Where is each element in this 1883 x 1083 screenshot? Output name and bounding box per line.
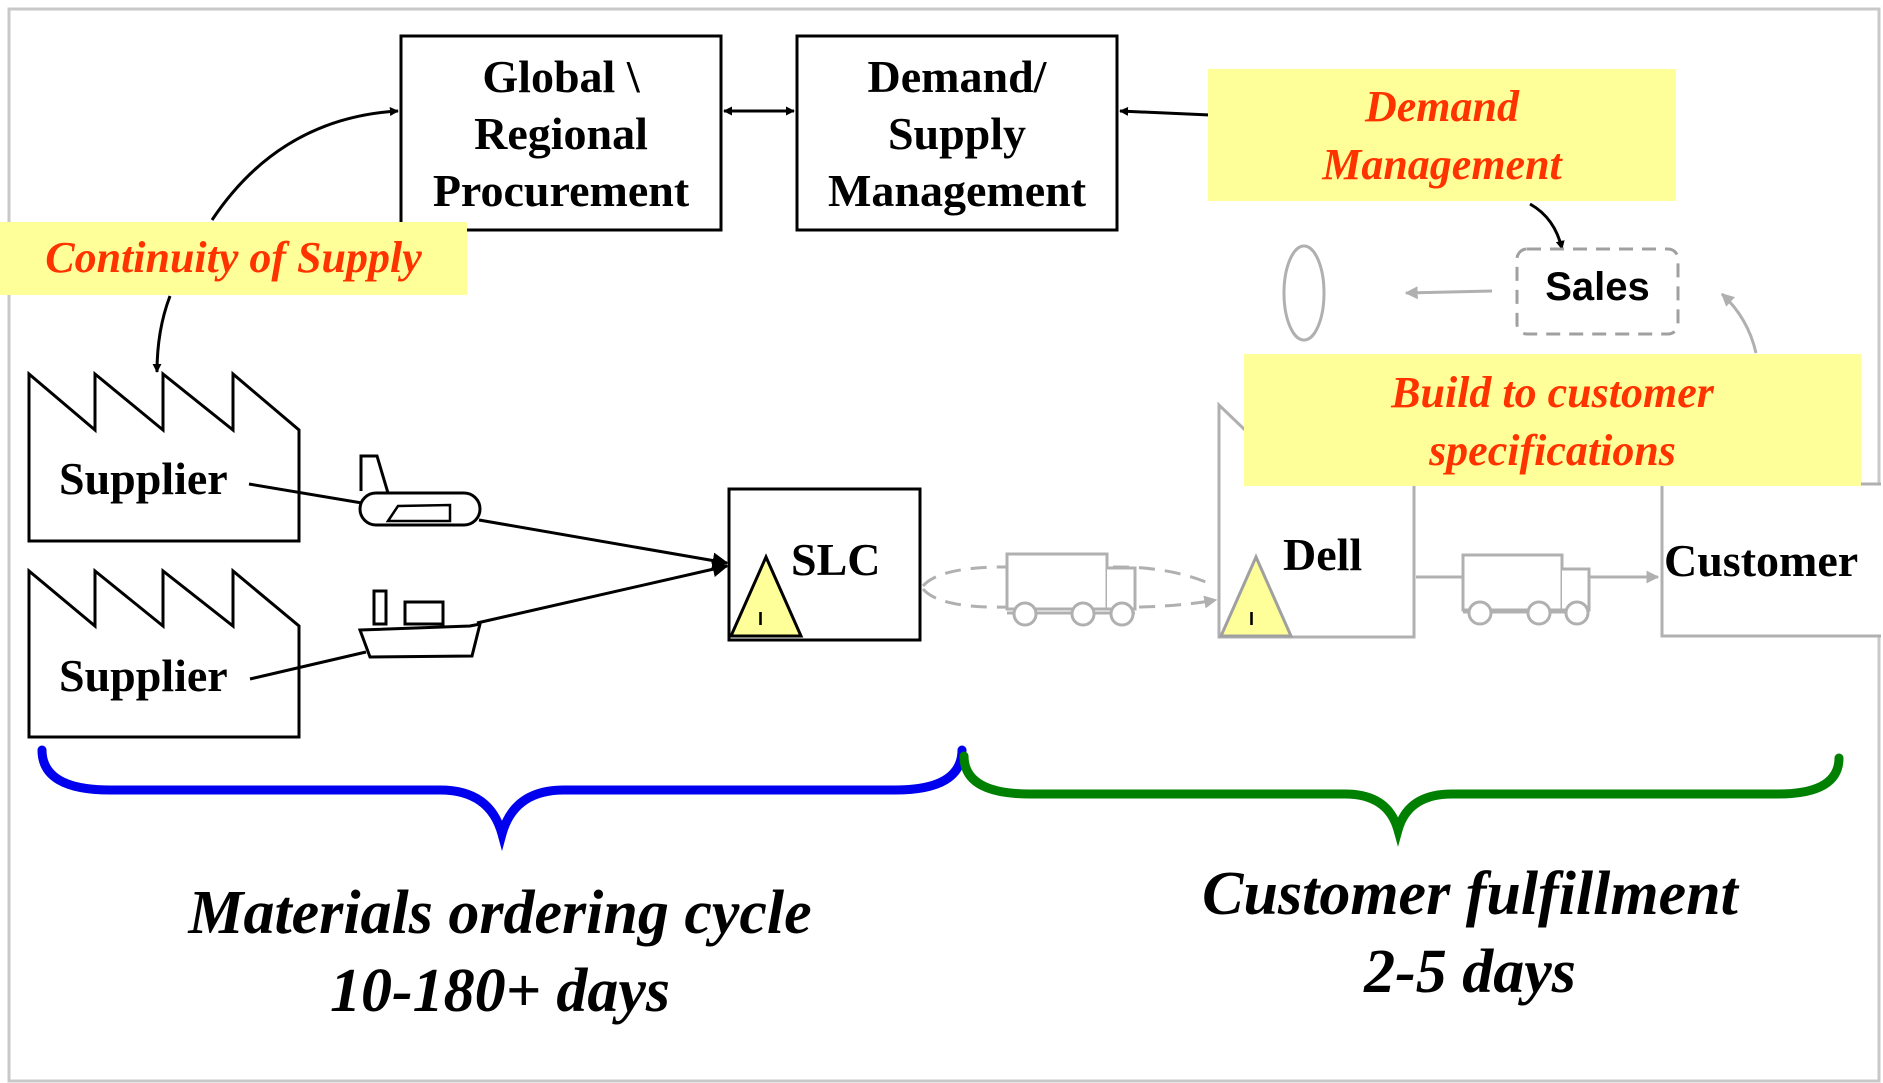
demand-management-arrow (1119, 106, 1211, 117)
supplier-top-factory-icon (27, 370, 301, 543)
customer-to-sales-arrow (1720, 292, 1758, 354)
procurement-box-label: Global \ Regional Procurement (432, 51, 690, 216)
supplier-top-link (248, 482, 363, 505)
sea-to-slc-arrow (476, 561, 729, 625)
continuity-of-supply-note: Continuity of Supply (0, 222, 467, 295)
dell-label: Dell (1283, 529, 1363, 580)
demand-supply-box (795, 34, 1119, 232)
demand-management-note: Demand Management (1208, 69, 1676, 201)
fulfillment-brace (959, 751, 1844, 847)
customer-ellipse (1282, 244, 1326, 342)
sales-to-customer-arrow (1404, 286, 1493, 300)
demand-to-sales-arrow (1529, 202, 1565, 250)
truck-to-dell-icon (1005, 552, 1137, 627)
slc-label: SLC (791, 534, 881, 585)
slc-inventory-triangle-icon (728, 553, 804, 638)
continuity-arrow-up (210, 106, 399, 221)
truck-to-customer-icon (1461, 553, 1591, 626)
procurement-box (399, 34, 723, 232)
continuity-arrow-down (152, 295, 172, 373)
dell-inventory-marker: I (1249, 609, 1255, 629)
supplier-bottom-factory-icon (27, 567, 301, 739)
supplier-bottom-link (249, 650, 367, 681)
slc-inventory-marker: I (758, 609, 764, 629)
sales-label: Sales (1545, 265, 1650, 309)
build-to-customer-note: Build to customer specifications (1244, 354, 1861, 486)
route-lower (921, 587, 1013, 609)
customer-label: Customer (1664, 535, 1859, 586)
airplane-icon (358, 454, 482, 527)
route-upper (921, 565, 1013, 588)
supplier-bottom-label: Supplier (59, 650, 228, 701)
materials-brace (37, 745, 967, 852)
dell-inventory-triangle-icon (1218, 553, 1294, 638)
supplier-top-label: Supplier (59, 453, 228, 504)
ship-icon (357, 589, 483, 659)
materials-cycle-caption: Materials ordering cycle 10-180+ days (188, 879, 812, 1025)
air-to-slc-arrow (478, 518, 729, 569)
fulfillment-caption: Customer fulfillment 2-5 days (1202, 860, 1738, 1006)
demand-supply-box-label: Demand/ Supply Management (827, 51, 1087, 216)
sales-box (1515, 247, 1680, 336)
